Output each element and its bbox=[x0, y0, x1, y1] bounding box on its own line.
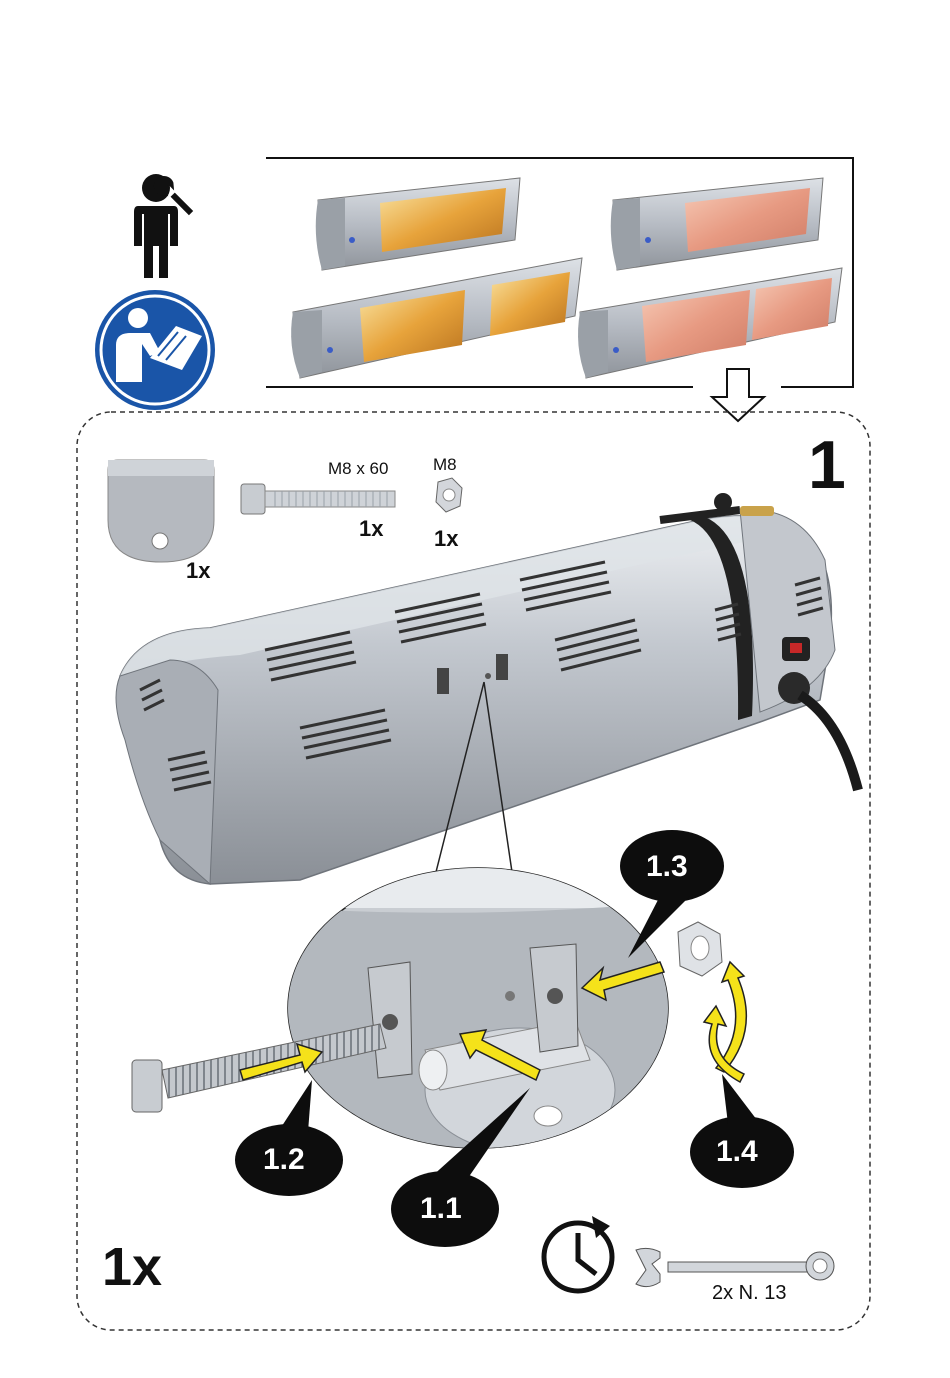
tool-label: 2x N. 13 bbox=[712, 1282, 786, 1305]
callout-1-3: 1.3 bbox=[646, 850, 688, 884]
unit-quantity: 1x bbox=[102, 1236, 162, 1298]
callout-1-1: 1.1 bbox=[420, 1192, 462, 1226]
bolt-quantity: 1x bbox=[359, 516, 383, 542]
nut-spec: M8 bbox=[433, 455, 457, 475]
heater-rose-single bbox=[611, 178, 823, 270]
bolt-icon bbox=[241, 484, 395, 514]
bolt-spec: M8 x 60 bbox=[328, 459, 388, 479]
down-arrow-icon bbox=[712, 369, 764, 421]
callout-1-2: 1.2 bbox=[263, 1143, 305, 1177]
step-number: 1 bbox=[808, 430, 846, 500]
heater-gold-double bbox=[291, 258, 582, 378]
bracket-quantity: 1x bbox=[186, 558, 210, 584]
nut-icon bbox=[436, 478, 462, 512]
nut-quantity: 1x bbox=[434, 526, 458, 552]
bracket-icon bbox=[108, 460, 214, 562]
heater-rose-double bbox=[578, 268, 842, 378]
heater-gold-single bbox=[316, 178, 520, 270]
callout-1-4: 1.4 bbox=[716, 1135, 758, 1169]
